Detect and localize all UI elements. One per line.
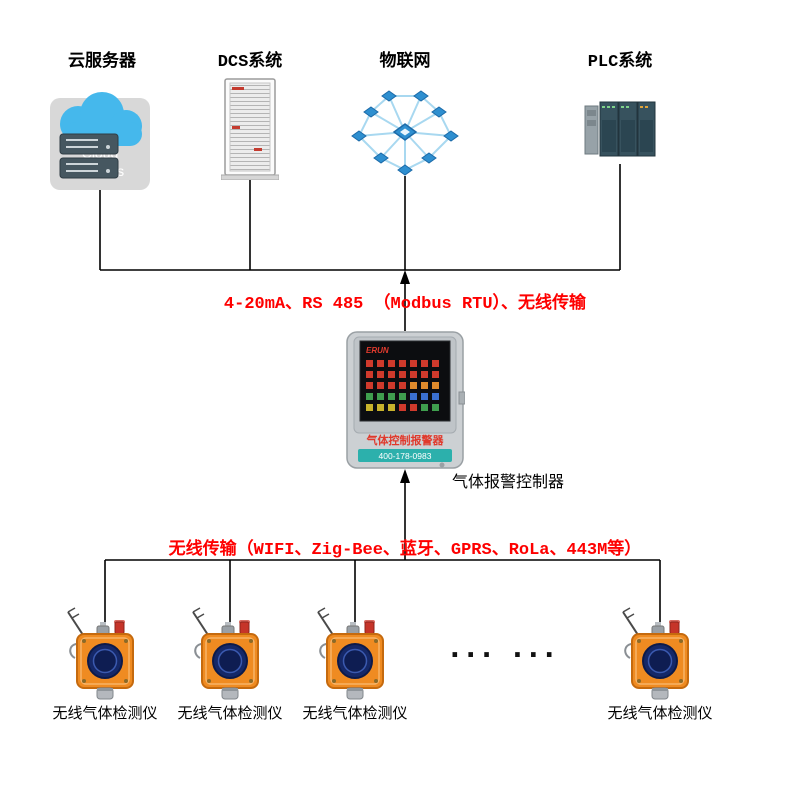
top-bus-label: 4-20mA、RS 485 （Modbus RTU）、无线传输 bbox=[223, 295, 587, 314]
detector-label-1: 无线气体检测仪 bbox=[52, 705, 158, 722]
plc-icon bbox=[584, 101, 656, 157]
label-dcs-system: DCS系统 bbox=[217, 53, 283, 72]
dcs-rack-icon bbox=[221, 78, 279, 180]
detector-label-4: 无线气体检测仪 bbox=[607, 705, 713, 722]
controller-panel-title: 气体控制报警器 bbox=[366, 433, 445, 447]
iot-network-icon bbox=[351, 90, 459, 176]
controller-label: 气体报警控制器 bbox=[452, 474, 565, 491]
gas-controller-icon: ERUN 气体控制报警器 400-178-0983 bbox=[346, 331, 465, 469]
gas-detector-icon bbox=[305, 602, 405, 702]
ellipsis-dots: ... ... bbox=[449, 634, 561, 664]
detector-label-3: 无线气体检测仪 bbox=[302, 705, 408, 722]
arrow-up-bottom bbox=[400, 469, 410, 483]
gas-detector-icon bbox=[55, 602, 155, 702]
gas-detector-icon bbox=[180, 602, 280, 702]
label-iot: 物联网 bbox=[379, 53, 431, 72]
controller-brand: ERUN bbox=[366, 346, 389, 355]
label-plc-system: PLC系统 bbox=[587, 53, 653, 72]
gas-detector-icon bbox=[610, 602, 710, 702]
label-cloud-server: 云服务器 bbox=[68, 53, 136, 72]
arrow-up-top bbox=[400, 270, 410, 284]
detector-label-2: 无线气体检测仪 bbox=[177, 705, 283, 722]
controller-hotline: 400-178-0983 bbox=[379, 451, 432, 461]
bottom-bus-label: 无线传输（WIFI、Zig-Bee、蓝牙、GPRS、RoLa、443M等） bbox=[168, 541, 642, 560]
cloud-server-icon: Cloud Servers bbox=[50, 92, 150, 190]
